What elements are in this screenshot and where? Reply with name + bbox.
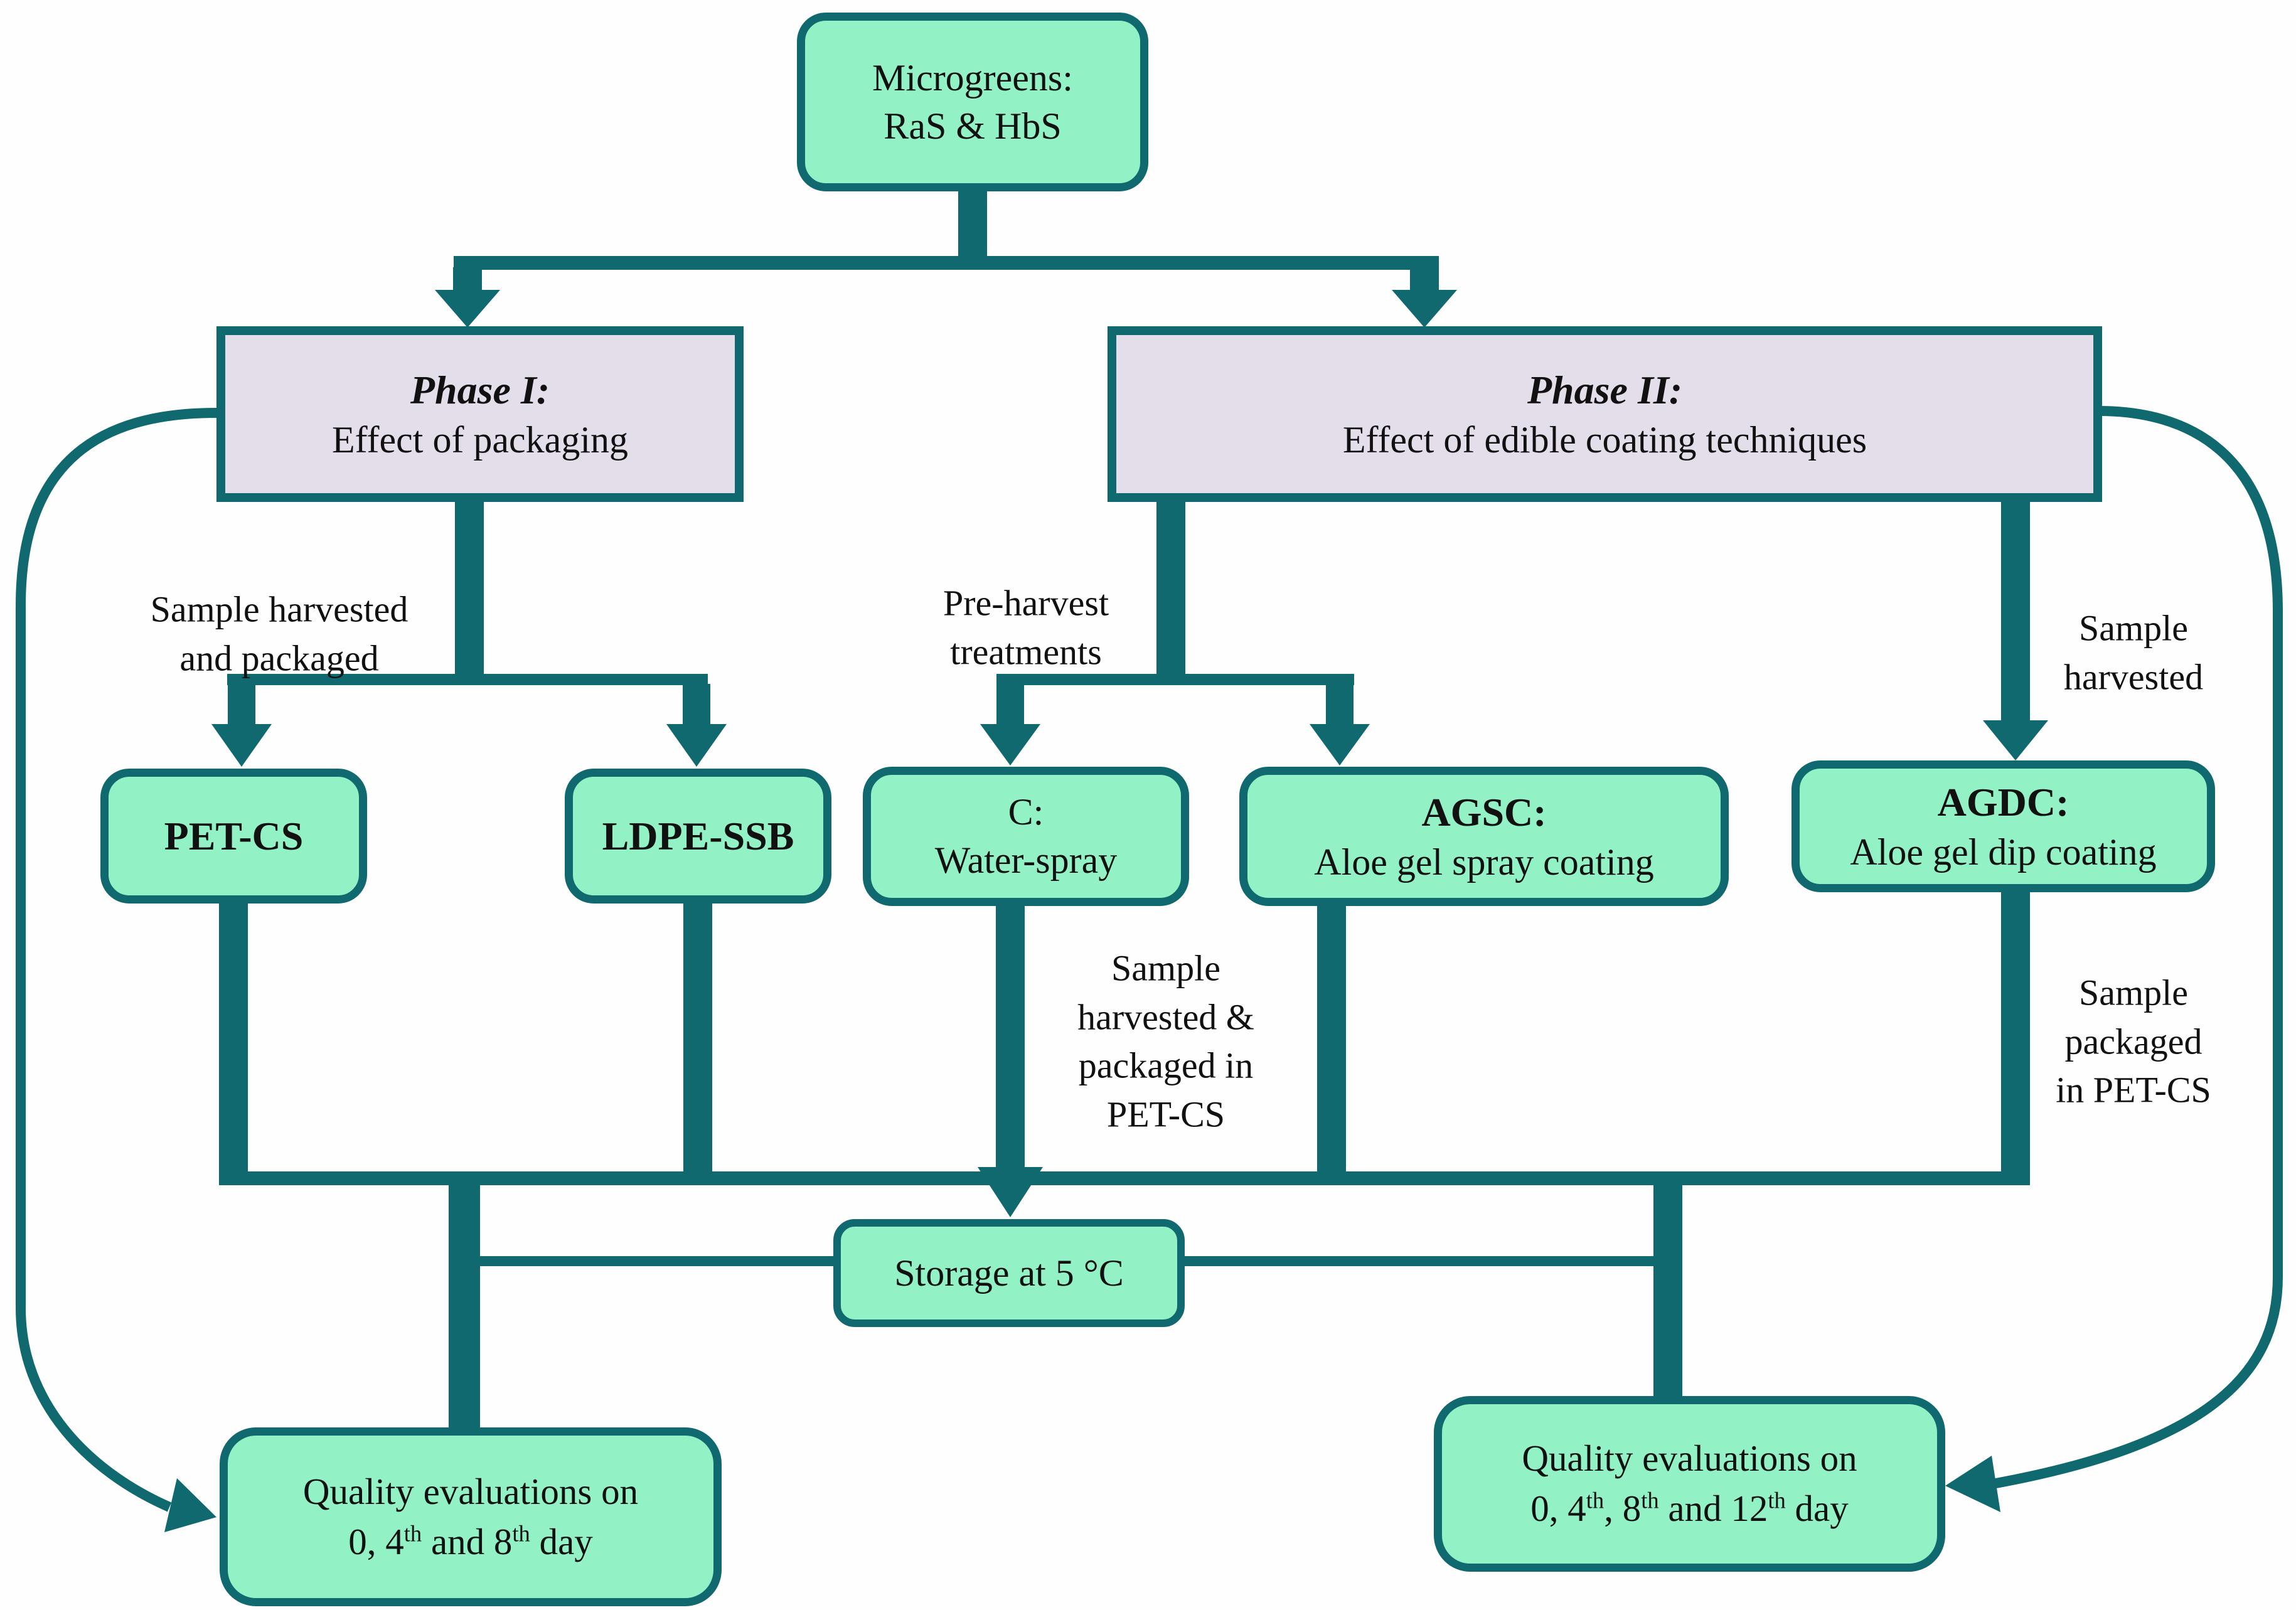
ldpe-box: LDPE-SSB xyxy=(565,769,831,904)
agsc-descender-line xyxy=(1317,904,1346,1180)
quality-left-line2: 0, 4th and 8th day xyxy=(348,1520,593,1562)
storage-box: Storage at 5 °C xyxy=(833,1219,1185,1327)
control-line2: Water-spray xyxy=(934,840,1118,881)
phase2-title: Phase II: xyxy=(1527,367,1683,412)
arrow-to-ldpe xyxy=(666,684,727,767)
quality-left-box: Quality evaluations on 0, 4th and 8th da… xyxy=(220,1427,722,1606)
ldpe-descender-line xyxy=(683,902,712,1180)
control-box: C: Water-spray xyxy=(863,767,1189,906)
agsc-line2: Aloe gel spray coating xyxy=(1314,841,1654,883)
arrow-to-phase2 xyxy=(1392,267,1457,328)
agdc-line1: AGDC: xyxy=(1937,779,2069,824)
agdc-descender-line xyxy=(2001,890,2030,1185)
microgreens-line2: RaS & HbS xyxy=(884,105,1062,147)
petcs-label: PET-CS xyxy=(164,813,304,858)
phase2-box: Phase II: Effect of edible coating techn… xyxy=(1108,326,2102,502)
storage-link-left-line xyxy=(464,1256,835,1266)
microgreens-box: Microgreens: RaS & HbS xyxy=(797,13,1148,191)
phase2-subtitle: Effect of edible coating techniques xyxy=(1342,418,1867,461)
petcs-descender-line xyxy=(219,902,248,1180)
quality-right-stem-line xyxy=(1653,1178,1682,1398)
phase1-title: Phase I: xyxy=(410,367,550,412)
quality-right-box: Quality evaluations on 0, 4th, 8th and 1… xyxy=(1434,1396,1945,1572)
agdc-box: AGDC: Aloe gel dip coating xyxy=(1791,760,2215,892)
label-control-branch: Sample harvested & packaged in PET-CS xyxy=(1077,947,1254,1135)
arrow-to-agsc xyxy=(1310,684,1370,765)
quality-left-line1: Quality evaluations on xyxy=(302,1470,639,1512)
label-agdc-branch: Sample packaged in PET-CS xyxy=(2056,972,2211,1111)
left-bypass-curve xyxy=(16,408,217,1532)
main-collector-line xyxy=(219,1171,2030,1185)
microgreens-line1: Microgreens: xyxy=(872,56,1073,99)
microgreens-stem-line xyxy=(454,188,1439,270)
phase1-split-line xyxy=(227,501,708,685)
phase1-subtitle: Effect of packaging xyxy=(331,418,628,461)
arrow-to-control xyxy=(980,684,1040,765)
phase2-split-line xyxy=(996,501,1354,685)
quality-left-stem-line xyxy=(449,1178,480,1429)
label-phase1-branch: Sample harvested and packaged xyxy=(150,589,408,678)
arrow-to-petcs xyxy=(211,684,272,767)
agsc-line1: AGSC: xyxy=(1421,789,1547,834)
label-preharvest-treatments: Pre-harvest treatments xyxy=(942,582,1109,672)
control-line1: C: xyxy=(1008,791,1044,833)
storage-label: Storage at 5 °C xyxy=(894,1252,1124,1294)
quality-right-line2: 0, 4th, 8th and 12th day xyxy=(1530,1487,1849,1529)
label-sample-harvested: Sample harvested xyxy=(2063,607,2204,697)
ldpe-label: LDPE-SSB xyxy=(602,813,794,858)
quality-right-line1: Quality evaluations on xyxy=(1522,1437,1857,1479)
agsc-box: AGSC: Aloe gel spray coating xyxy=(1239,767,1729,906)
right-bypass-curve xyxy=(1945,406,2283,1512)
petcs-box: PET-CS xyxy=(100,769,367,904)
storage-link-right-line xyxy=(1185,1256,1668,1266)
agdc-line2: Aloe gel dip coating xyxy=(1850,831,2157,873)
arrow-to-phase1 xyxy=(435,267,500,328)
phase1-box: Phase I: Effect of packaging xyxy=(216,326,744,502)
arrow-to-agdc xyxy=(1983,501,2048,760)
